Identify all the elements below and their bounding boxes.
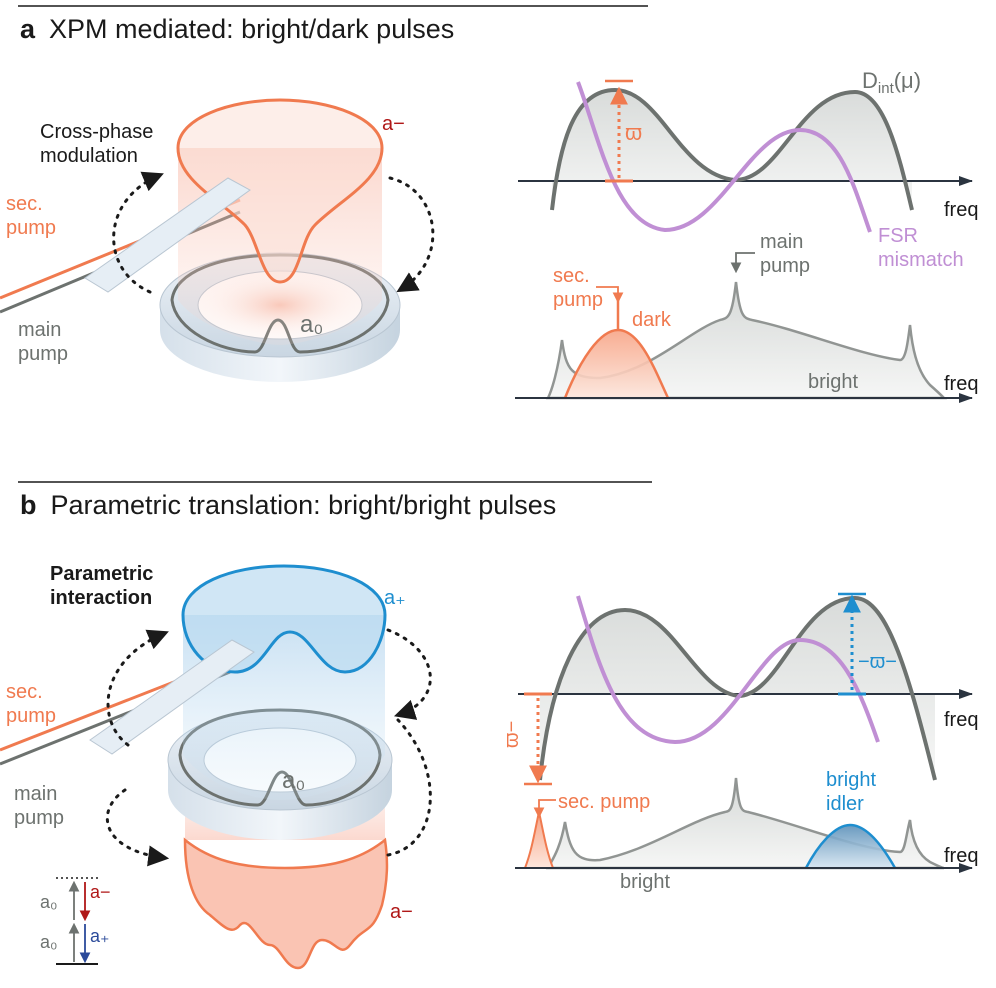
a-minus-bottom-waveform (183, 837, 389, 970)
a-plus-label: a₊ (384, 587, 406, 609)
freq-label-spec-a: freq (944, 373, 978, 395)
sec-pump-pointer-a (596, 286, 624, 304)
dark-label: dark (632, 309, 672, 331)
param-arc-bottom-right (386, 718, 432, 857)
sec-pump-pointer-b (533, 799, 556, 819)
level-a0-top-label: a₀ (40, 892, 57, 912)
param-arc-bottom-left (106, 788, 170, 867)
coupler-bar (84, 177, 251, 293)
panel-b-title: Parametric translation: bright/bright pu… (51, 490, 557, 520)
a-minus-waveform (176, 98, 384, 284)
xpm-arc-left (112, 171, 164, 294)
level-a0-bottom-label: a₀ (40, 932, 57, 952)
neg-omega-minus-label: −ϖ− (858, 651, 897, 673)
omega-label-a: ϖ (625, 120, 642, 145)
sec-pump-spec-label-a: sec.pump (553, 265, 603, 311)
panel-b: b Parametric translation: bright/bright p… (0, 481, 978, 970)
freq-label-dint-a: freq (944, 199, 978, 221)
dint-label: Dint(μ) (862, 68, 921, 97)
bright-label-b: bright (620, 871, 670, 893)
a0-label-b: a₀ (282, 767, 305, 794)
panel-b-heading: b Parametric translation: bright/bright p… (20, 490, 556, 520)
freq-label-dint-b: freq (944, 709, 978, 731)
freq-label-spec-b: freq (944, 845, 978, 867)
level-a-minus-label: a− (90, 882, 111, 902)
dint-fill-b (540, 598, 935, 780)
panel-a: a XPM mediated: bright/dark pulses Cross-… (0, 5, 978, 403)
sec-pump-label-b: sec.pump (6, 681, 56, 727)
bright-label-a: bright (808, 371, 858, 393)
sec-pump-spectrum-b (523, 811, 555, 869)
level-a-plus-label: a₊ (90, 926, 110, 946)
a-minus-label-b: a− (390, 901, 413, 923)
coupler-bar-b (89, 639, 255, 755)
fsr-mismatch-curve-b (576, 595, 880, 745)
panel-a-letter: a (20, 14, 36, 44)
energy-level-diagram: a₀ a₀ a− a₊ (40, 877, 111, 965)
panel-a-title: XPM mediated: bright/dark pulses (49, 14, 454, 44)
dint-fill-a (552, 90, 912, 210)
idler-spectrum-fill (806, 825, 895, 868)
param-arc-top-right (386, 628, 432, 720)
dint-plot-b: ϖ− −ϖ− freq (501, 592, 978, 786)
sec-pump-spec-label-b: sec. pump (558, 791, 650, 813)
panel-a-heading: a XPM mediated: bright/dark pulses (20, 14, 454, 44)
idler-spectrum-edge (804, 823, 897, 869)
sec-pump-label-a: sec.pump (6, 193, 56, 239)
a0-label-a: a₀ (300, 311, 323, 338)
param-arc-top-left (106, 629, 169, 747)
xpm-arc-right (388, 176, 435, 293)
fsr-mismatch-curve-a (576, 81, 872, 233)
panel-b-letter: b (20, 490, 37, 520)
a-minus-label: a− (382, 113, 405, 135)
dark-spectrum-fill (565, 330, 668, 398)
main-pump-pointer-a (730, 252, 755, 274)
omega-minus-label: ϖ− (501, 721, 523, 748)
